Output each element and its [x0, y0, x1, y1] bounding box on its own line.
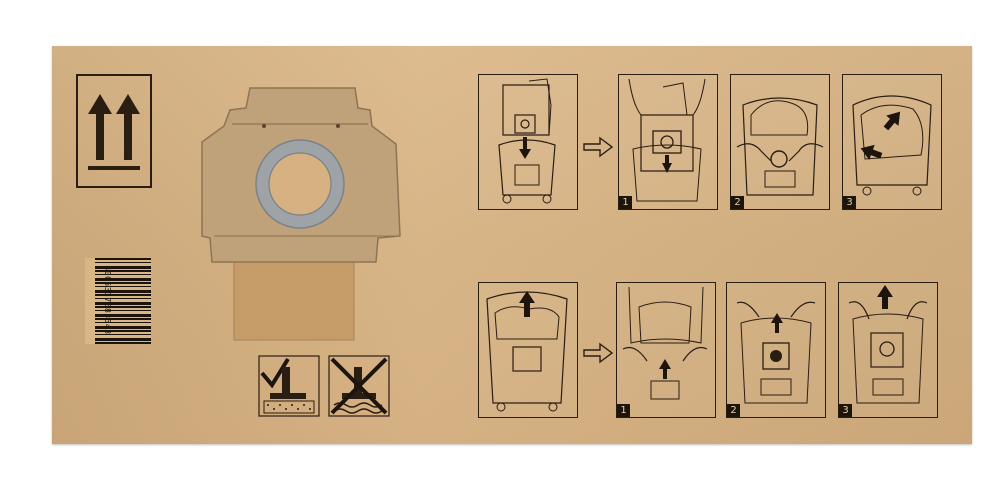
instruction-panel-row1-start: [478, 74, 578, 210]
arrow-right-icon: [582, 136, 614, 162]
step-number: 2: [727, 404, 740, 417]
step-number: 2: [731, 196, 744, 209]
instruction-panel-row2-step2: 2: [726, 282, 826, 418]
filter-bag: [52, 46, 972, 444]
instruction-panel-row1-step1: 1: [618, 74, 718, 210]
barcode: 4005337683543: [85, 258, 151, 344]
barcode-bars: [95, 258, 151, 344]
instruction-panel-row2-start: [478, 282, 578, 418]
step-number: 1: [619, 196, 632, 209]
step-number: 1: [617, 404, 630, 417]
instruction-panel-row2-step3: 3: [838, 282, 938, 418]
barcode-digits: 4005337683543: [103, 265, 112, 335]
dry-dust-allowed-icon: [258, 355, 320, 417]
this-side-up-icon: [76, 74, 152, 188]
instruction-panel-row1-step2: 2: [730, 74, 830, 210]
instruction-panel-row2-step1: 1: [616, 282, 716, 418]
cardboard-collar-plate: [200, 86, 410, 350]
wet-liquid-forbidden-icon: [328, 355, 390, 417]
arrow-right-icon: [582, 342, 614, 368]
instruction-panel-row1-step3: 3: [842, 74, 942, 210]
step-number: 3: [843, 196, 856, 209]
bag-shading: [52, 46, 972, 444]
step-number: 3: [839, 404, 852, 417]
